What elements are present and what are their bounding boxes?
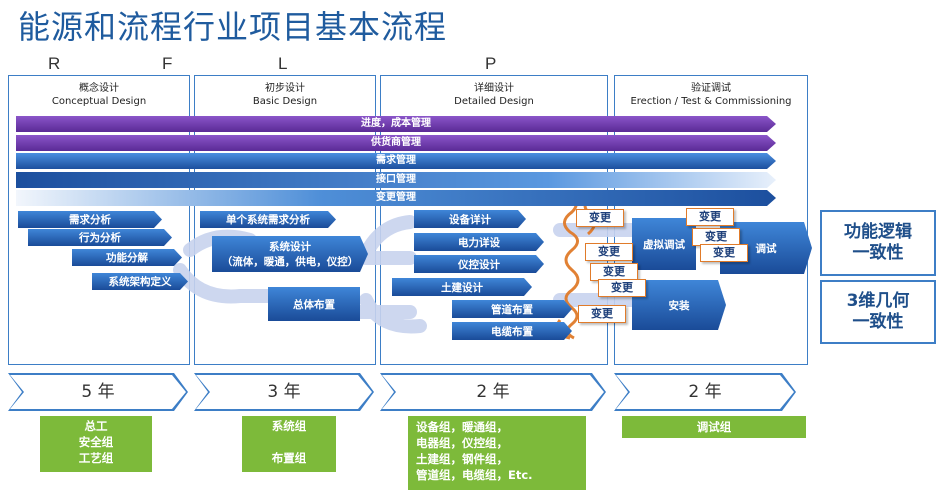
step-piping-layout: 管道布置 — [452, 300, 572, 318]
change-callout-1: 变更 — [576, 209, 624, 227]
step-civil-design: 土建设计 — [392, 278, 532, 296]
change-callout-3: 变更 — [590, 263, 638, 281]
result-functional-logic: 功能逻辑 一致性 — [820, 210, 936, 276]
phase-commissioning-cn: 验证调试 — [691, 83, 731, 94]
band-schedule-cost: 进度，成本管理 — [16, 116, 776, 132]
step-single-system-requirements: 单个系统需求分析 — [200, 211, 336, 228]
change-callout-8: 变更 — [700, 244, 748, 262]
step-function-decomposition: 功能分解 — [72, 249, 182, 266]
phase-commissioning-en: Erection / Test & Commissioning — [630, 96, 792, 107]
duration-conceptual: 5 年 — [10, 375, 186, 409]
team-commissioning: 调试组 — [622, 416, 806, 438]
phase-detailed-en: Detailed Design — [454, 96, 534, 107]
duration-detailed: 2 年 — [382, 375, 604, 409]
rflp-letter-f: F — [162, 54, 173, 73]
step-cable-layout: 电缆布置 — [452, 322, 572, 340]
phase-conceptual-cn: 概念设计 — [79, 83, 119, 94]
change-callout-5: 变更 — [578, 305, 626, 323]
step-power-design: 电力详设 — [414, 233, 544, 251]
step-instrument-design: 仪控设计 — [414, 255, 544, 273]
band-requirements: 需求管理 — [16, 153, 776, 169]
team-conceptual: 总工 安全组 工艺组 — [40, 416, 152, 472]
phase-detailed-cn: 详细设计 — [474, 83, 514, 94]
phase-basic-en: Basic Design — [252, 96, 318, 107]
phase-conceptual-en: Conceptual Design — [51, 96, 147, 107]
step-general-layout: 总体布置 — [268, 287, 360, 321]
rflp-letter-p: P — [485, 54, 497, 73]
step-equipment-design: 设备详计 — [414, 210, 526, 228]
duration-basic: 3 年 — [196, 375, 372, 409]
band-supplier: 供货商管理 — [16, 135, 776, 151]
step-system-design-line1: 系统设计 — [269, 241, 311, 253]
rflp-letter-l: L — [278, 54, 288, 73]
team-detailed: 设备组，暖通组， 电器组，仪控组， 土建组，钢件组， 管道组，电缆组，Etc. — [408, 416, 586, 490]
phase-basic-cn: 初步设计 — [265, 83, 305, 94]
change-callout-6: 变更 — [686, 208, 734, 226]
change-callout-7: 变更 — [692, 228, 740, 246]
rflp-letter-r: R — [48, 54, 61, 73]
change-callout-2: 变更 — [585, 243, 633, 261]
step-requirements-analysis: 需求分析 — [18, 211, 162, 228]
duration-commissioning: 2 年 — [616, 375, 794, 409]
team-basic: 系统组 布置组 — [242, 416, 336, 472]
band-change: 变更管理 — [16, 190, 776, 206]
page-title: 能源和流程行业项目基本流程 — [18, 8, 448, 46]
step-system-design: 系统设计 （流体，暖通，供电，仪控） — [212, 236, 368, 272]
change-callout-4: 变更 — [598, 279, 646, 297]
result-3d-geometry: 3维几何 一致性 — [820, 280, 936, 344]
step-installation: 安装 — [632, 280, 726, 330]
step-system-design-line2: （流体，暖通，供电，仪控） — [221, 256, 359, 268]
band-interface: 接口管理 — [16, 172, 776, 188]
step-behavior-analysis: 行为分析 — [28, 229, 172, 246]
step-architecture-definition: 系统架构定义 — [92, 273, 188, 290]
step-virtual-commissioning: 虚拟调试 — [632, 218, 696, 270]
